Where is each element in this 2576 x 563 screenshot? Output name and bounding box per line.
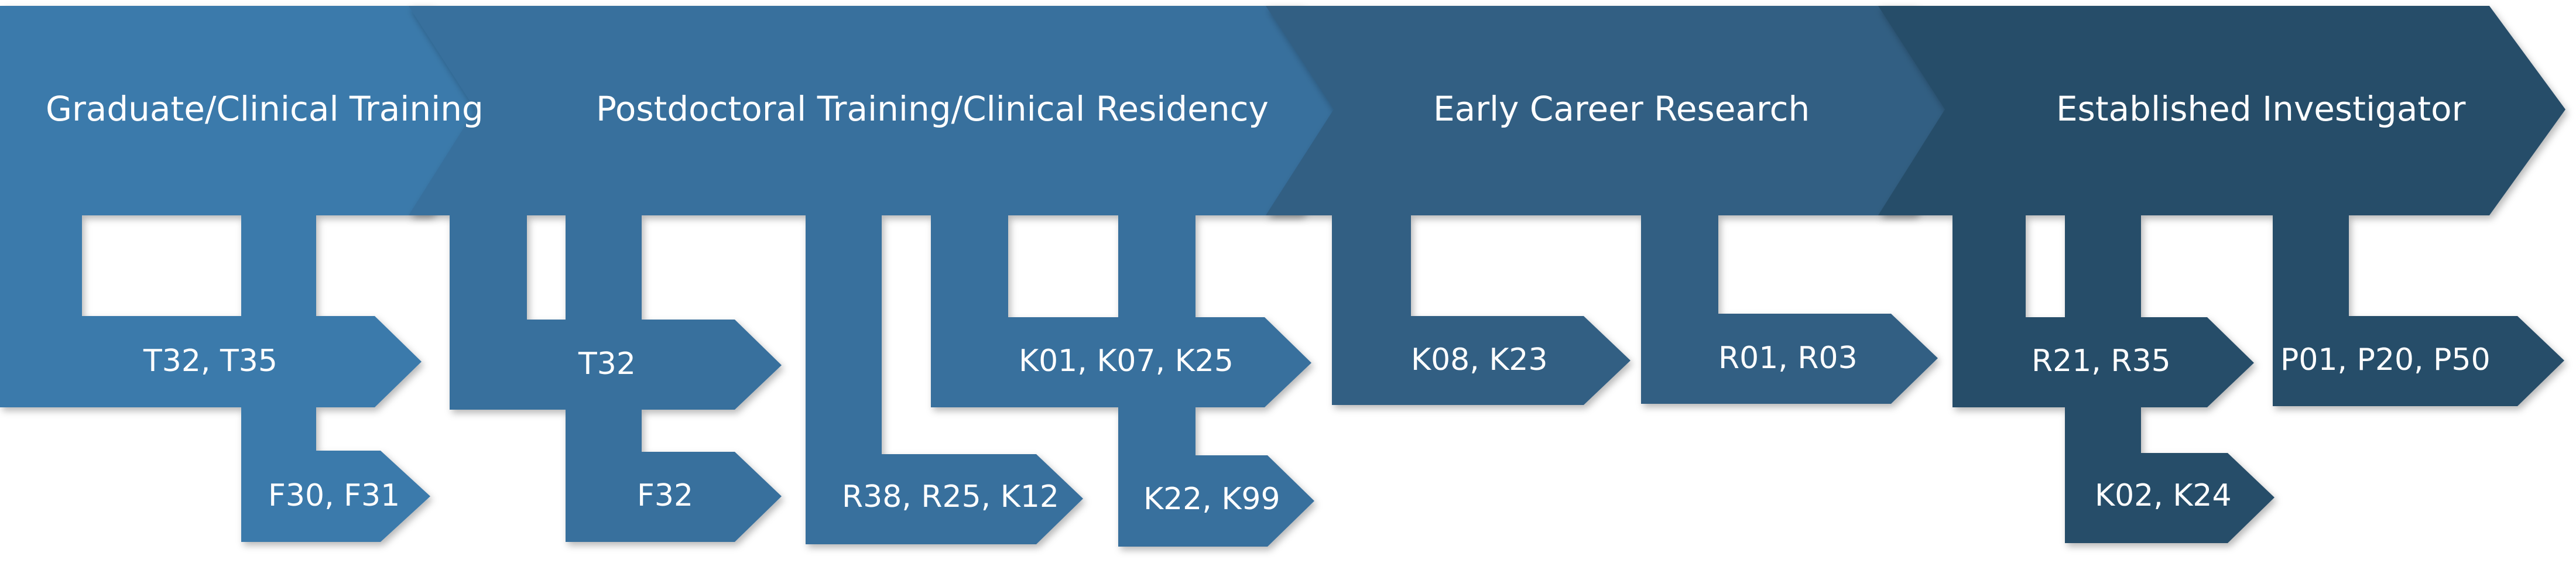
grant-label-t32-t35: T32, T35 (143, 344, 278, 379)
grant-label-k01-k07-k25: K01, K07, K25 (1019, 344, 1234, 379)
stage-1-chevron (0, 6, 501, 215)
connector-k02-k24 (2065, 211, 2274, 543)
grant-label-f32: F32 (637, 478, 693, 513)
stage-postdoctoral-training (409, 6, 1363, 547)
connector-r21-r35 (1952, 211, 2254, 407)
stage-2-label: Postdoctoral Training/Clinical Residency (596, 89, 1269, 129)
connector-k22-k99 (1118, 211, 1314, 547)
connector-f32 (566, 211, 782, 542)
grant-label-f30-f31: F30, F31 (268, 478, 400, 513)
stage-4-chevron (1878, 6, 2565, 215)
connector-f30-f31 (241, 211, 430, 542)
connector-t32 (450, 211, 782, 410)
stage-2-chevron (409, 6, 1363, 215)
grant-label-k02-k24: K02, K24 (2095, 478, 2232, 513)
stage-3-chevron (1266, 6, 1974, 215)
stage-4-label: Established Investigator (2056, 89, 2466, 129)
stage-1-label: Graduate/Clinical Training (46, 89, 484, 129)
grant-label-k08-k23: K08, K23 (1411, 342, 1548, 377)
stage-established-investigator (1878, 6, 2565, 543)
connector-r01-r03 (1641, 211, 1938, 404)
connector-p01-p20-p50 (2273, 211, 2564, 406)
grant-label-k22-k99: K22, K99 (1143, 482, 1280, 517)
connector-k01-k07-k25 (931, 211, 1311, 407)
grant-label-p01-p20-p50: P01, P20, P50 (2280, 342, 2491, 377)
stage-3-label: Early Career Research (1433, 89, 1810, 129)
grant-label-r21-r35: R21, R35 (2032, 344, 2171, 379)
connector-k08-k23 (1332, 211, 1630, 405)
grant-label-r01-r03: R01, R03 (1718, 341, 1858, 376)
connector-r38-r25-k12 (806, 211, 1083, 544)
grant-label-t32: T32 (578, 346, 636, 382)
grant-label-r38-r25-k12: R38, R25, K12 (842, 479, 1059, 514)
stage-graduate-clinical-training (0, 6, 501, 542)
stage-early-career-research (1266, 6, 1974, 405)
